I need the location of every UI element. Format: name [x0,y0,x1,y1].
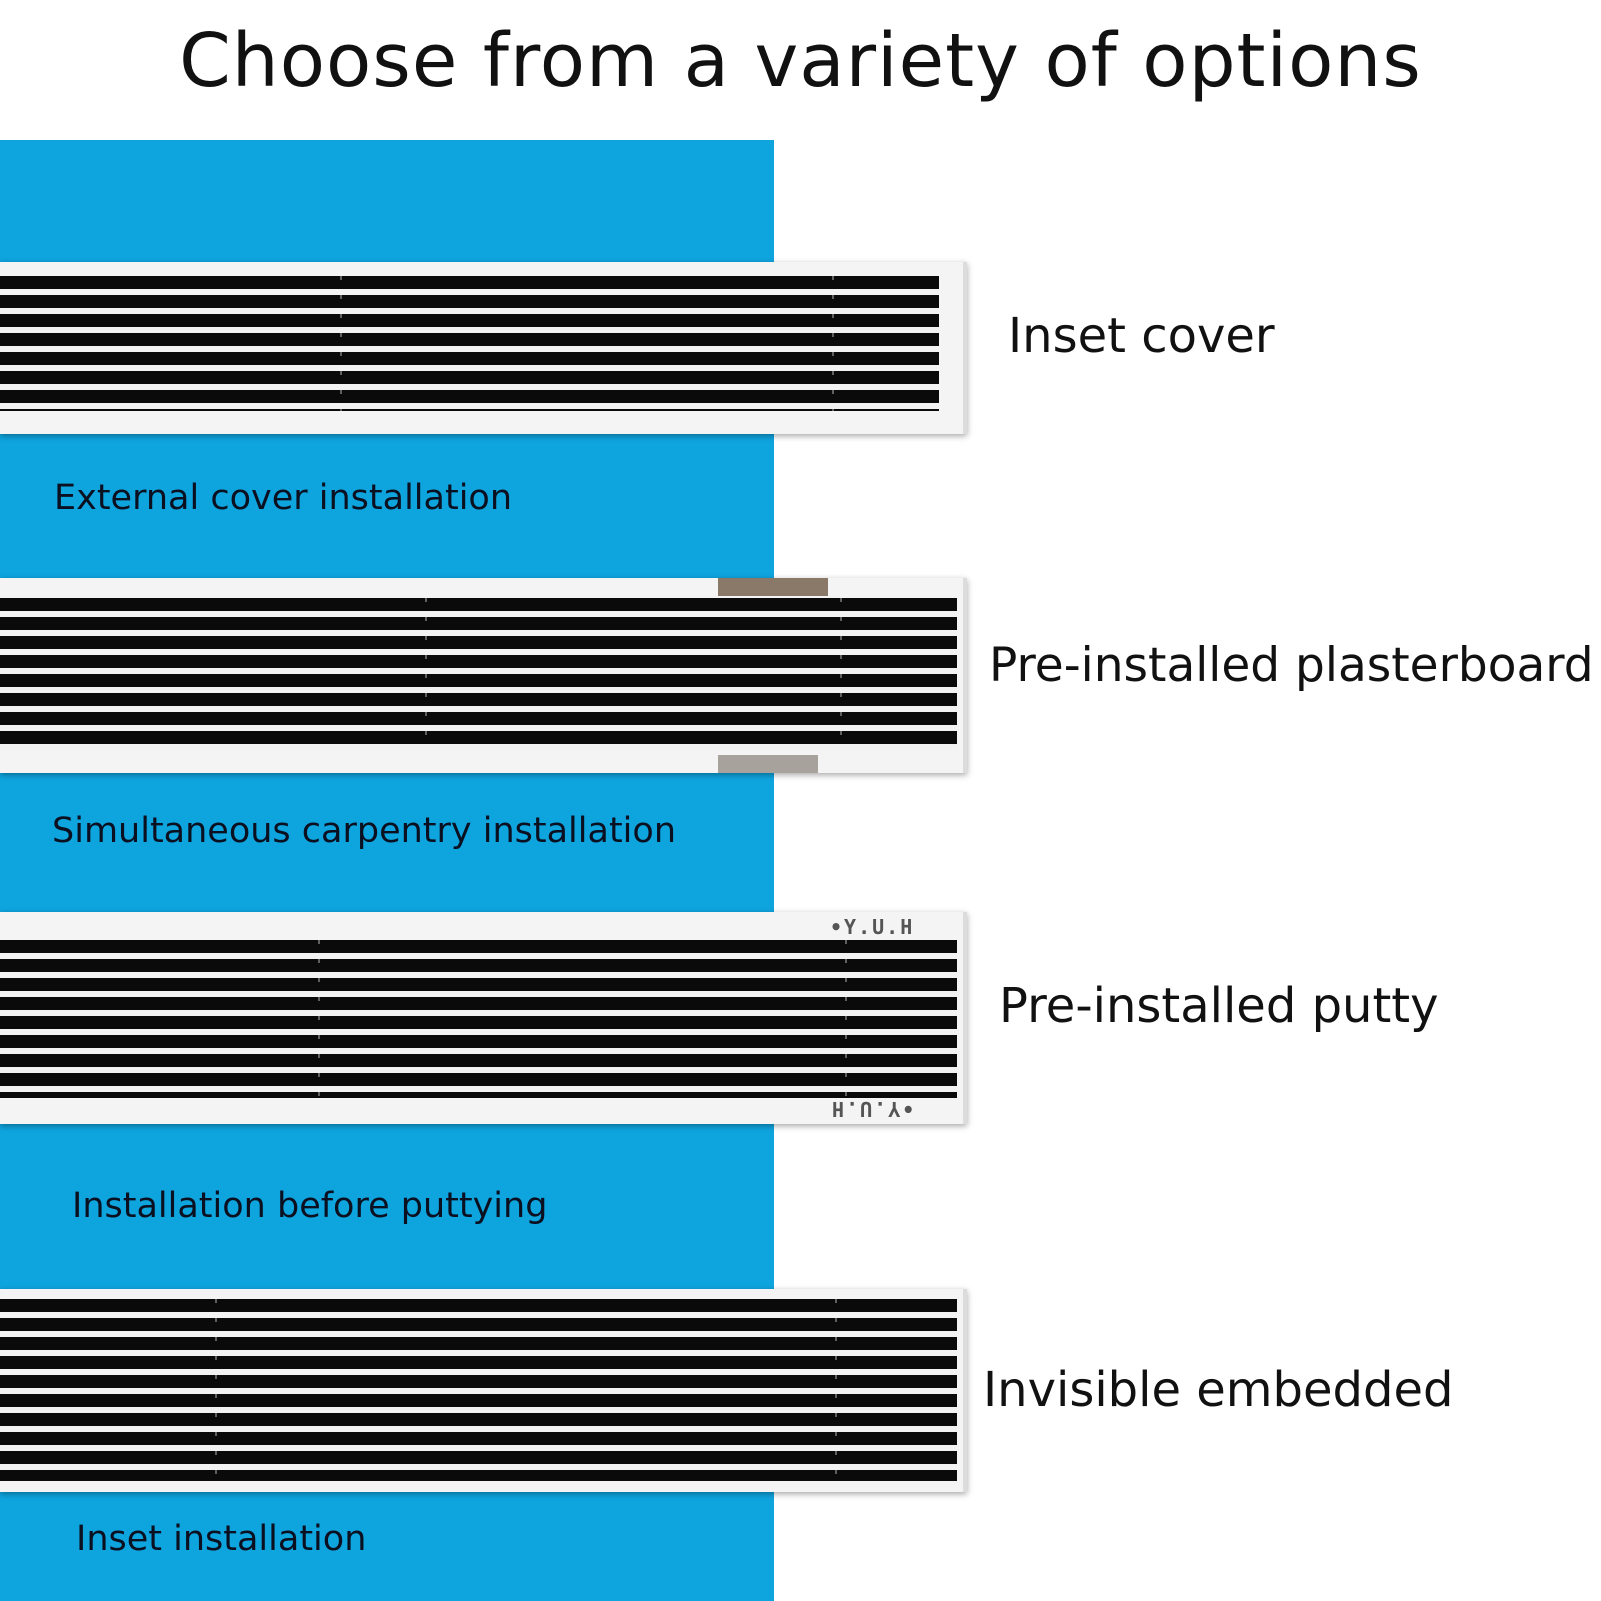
brand-stamp: •Y.U.H [830,1097,915,1121]
page-title: Choose from a variety of options [179,18,1422,104]
brand-stamp: •Y.U.H [830,915,915,939]
grille-invisible-embedded [0,1289,967,1492]
label-pre-installed-plasterboard: Pre-installed plasterboard [989,638,1594,693]
mounting-bracket [718,755,818,773]
grille-slats [0,1299,957,1481]
grille-slats [0,276,939,411]
grille-pre-installed-putty: •Y.U.H •Y.U.H [0,912,967,1124]
caption-simultaneous-carpentry: Simultaneous carpentry installation [52,811,677,851]
caption-before-puttying: Installation before puttying [72,1186,548,1226]
label-pre-installed-putty: Pre-installed putty [999,978,1439,1034]
caption-inset-installation: Inset installation [76,1519,367,1559]
label-invisible-embedded: Invisible embedded [983,1362,1454,1418]
grille-slats [0,598,957,750]
grille-pre-installed-plasterboard [0,578,967,773]
grille-slats [0,940,957,1098]
grille-inset-cover [0,262,967,434]
mounting-bracket [718,578,828,596]
label-inset-cover: Inset cover [1008,308,1275,364]
caption-external-cover: External cover installation [54,478,513,518]
